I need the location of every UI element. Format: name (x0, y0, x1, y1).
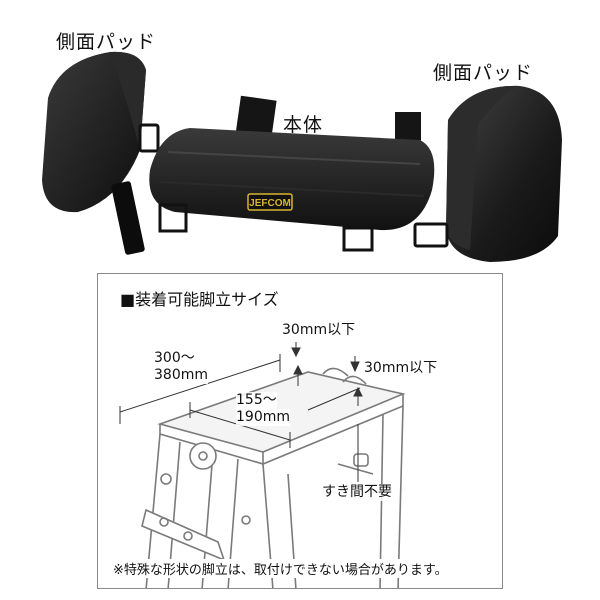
side-pad-left-label: 側面パッド (56, 31, 157, 53)
jefcom-logo: JEFCOM (249, 198, 291, 209)
main-body-pad: JEFCOM (149, 95, 435, 252)
main-body-label: 本体 (283, 114, 324, 136)
width-range-label-a: 300〜 (154, 350, 195, 367)
width-range-label-b: 380mm (154, 367, 208, 384)
left-side-pad (42, 51, 160, 255)
top-limit-label: 30mm以下 (282, 322, 356, 339)
compatible-size-panel: ■装着可能脚立サイズ 30mm以下 30mm以下 300〜 380mm 155〜… (97, 273, 503, 589)
side-pad-right-label: 側面パッド (433, 62, 534, 84)
right-side-pad (413, 85, 562, 262)
inner-range-label-b: 190mm (236, 409, 290, 426)
panel-title: ■装着可能脚立サイズ (120, 290, 279, 309)
footnote: ※特殊な形状の脚立は、取付けできない場合があります。 (113, 559, 448, 578)
inner-range-label-a: 155〜 (236, 392, 277, 409)
gap-not-needed-label: すき間不要 (322, 484, 392, 501)
product-photo: JEFCOM (42, 51, 562, 262)
side-limit-label: 30mm以下 (364, 360, 438, 377)
